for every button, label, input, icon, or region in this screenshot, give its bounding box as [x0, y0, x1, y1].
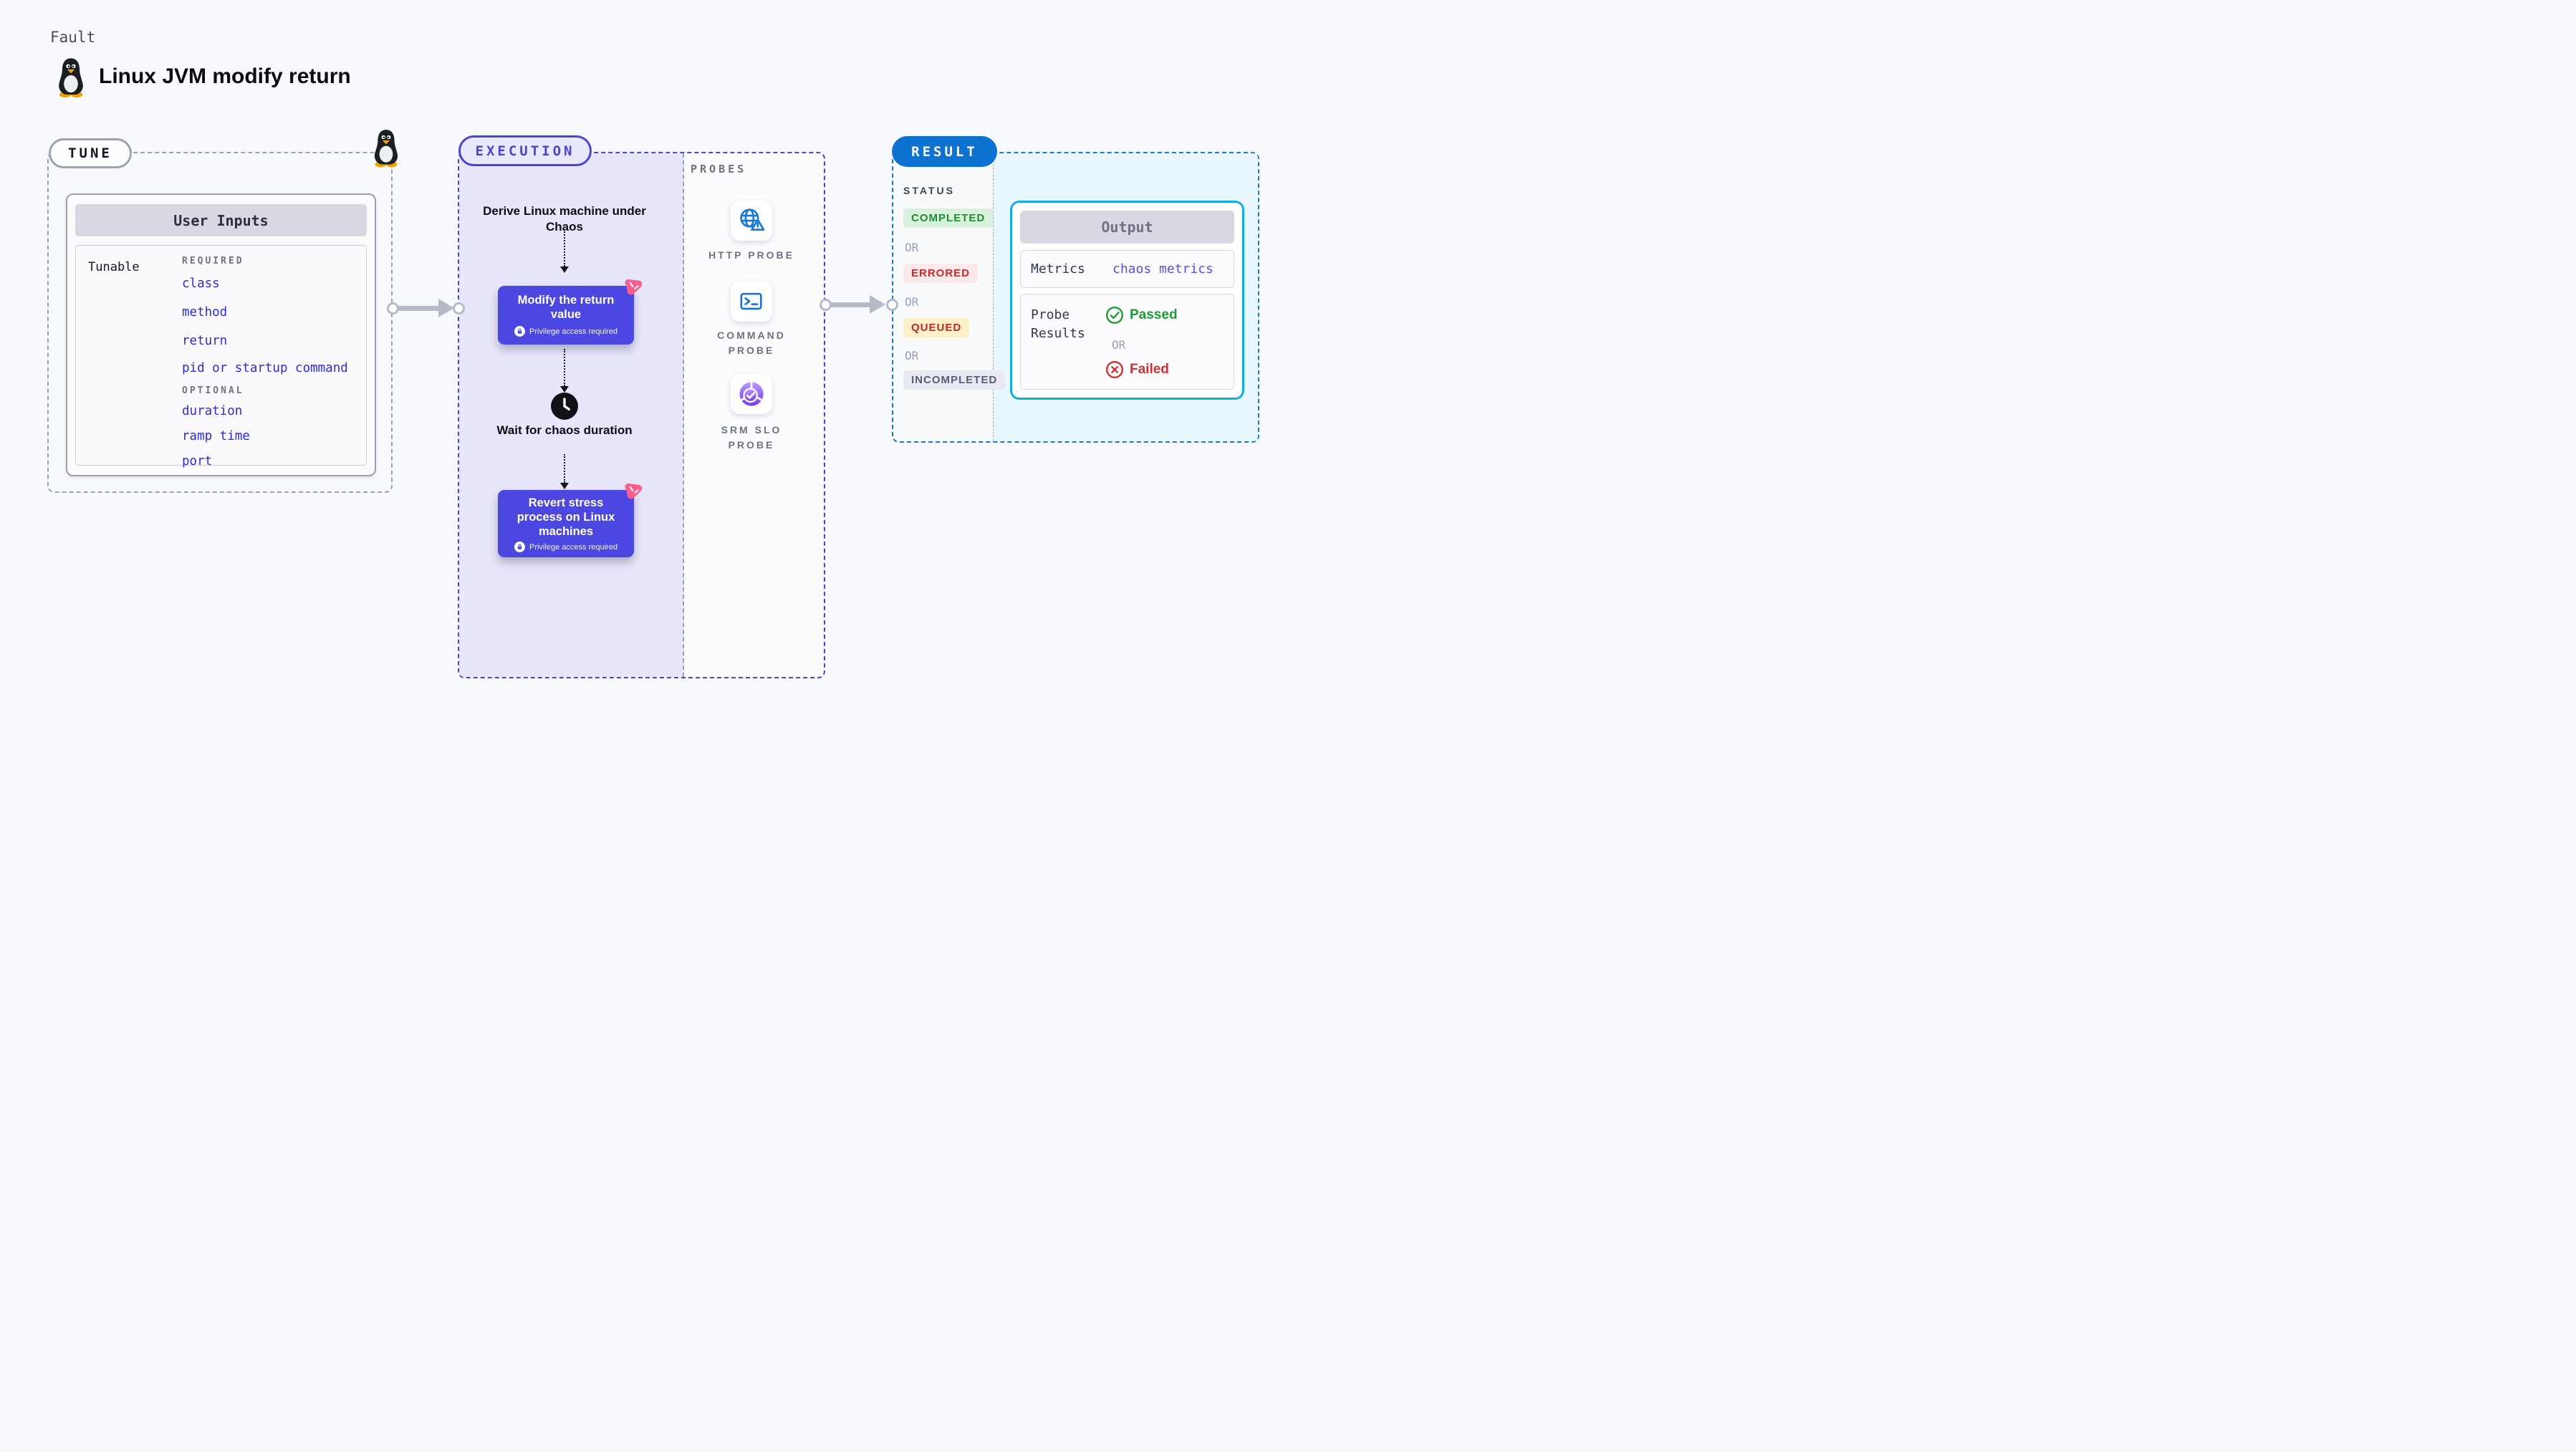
probe-results-row: Probe Results Passed OR Failed: [1020, 294, 1234, 390]
metrics-label: Metrics: [1031, 261, 1085, 277]
param-return: return: [182, 334, 228, 348]
tunable-row-label: Tunable: [88, 260, 140, 274]
param-method: method: [182, 305, 228, 319]
user-inputs-title: User Inputs: [75, 204, 367, 236]
probes-label: PROBES: [691, 163, 747, 176]
failed-label: Failed: [1130, 362, 1169, 377]
param-duration: duration: [182, 404, 243, 418]
param-pid-or-startup-command: pid or startup command: [182, 361, 348, 375]
or-label: OR: [1112, 338, 1126, 352]
http-probe-label: HTTP PROBE: [708, 249, 794, 261]
status-label: STATUS: [903, 185, 955, 196]
param-ramp-time: ramp time: [182, 429, 250, 443]
x-circle-icon: [1105, 360, 1124, 379]
slo-gauge-check-icon: [739, 381, 764, 406]
tunable-params: REQUIRED class method return pid or star…: [182, 256, 348, 468]
output-card: Output Metrics chaos metrics Probe Resul…: [1010, 201, 1244, 400]
status-badge-completed: COMPLETED: [903, 208, 994, 228]
chaos-logo-icon: [625, 279, 643, 295]
or-label: OR: [905, 349, 919, 362]
param-port: port: [182, 454, 213, 468]
page-title: Linux JVM modify return: [99, 64, 351, 88]
metrics-row: Metrics chaos metrics: [1020, 250, 1234, 288]
check-circle-icon: [1105, 306, 1124, 324]
modify-return-step-label: Modify the return value: [517, 294, 615, 322]
probe-results-label: Probe Results: [1031, 307, 1085, 342]
status-badge-incompleted: INCOMPLETED: [903, 370, 1006, 390]
revert-stress-step-label: Revert stress process on Linux machines: [516, 496, 615, 539]
dotted-arrow-icon: [560, 454, 569, 489]
optional-group-label: OPTIONAL: [182, 385, 244, 396]
required-group-label: REQUIRED: [182, 256, 244, 266]
status-badge-errored: ERRORED: [903, 264, 979, 283]
terminal-icon: [740, 292, 762, 310]
status-badge-queued: QUEUED: [903, 318, 970, 337]
tune-badge: TUNE: [49, 138, 132, 168]
privilege-note: Privilege access required: [529, 542, 617, 552]
clock-icon: [551, 393, 578, 420]
http-probe-card: [731, 201, 772, 241]
privilege-note: Privilege access required: [529, 327, 617, 336]
user-inputs-card: User Inputs Tunable REQUIRED class metho…: [66, 193, 376, 476]
passed-label: Passed: [1130, 307, 1178, 322]
dotted-arrow-icon: [560, 349, 569, 393]
derive-step-label: Derive Linux machine under Chaos: [483, 204, 646, 234]
result-badge: RESULT: [892, 136, 997, 167]
wait-step-label: Wait for chaos duration: [496, 423, 633, 437]
modify-return-step: Modify the return value Privilege access…: [498, 279, 643, 345]
or-label: OR: [905, 295, 919, 309]
tune-section: [47, 152, 393, 493]
param-class: class: [182, 277, 220, 291]
tux-penguin-icon: [374, 130, 398, 168]
output-title: Output: [1020, 211, 1234, 244]
srm-slo-probe-label: SRM SLO PROBE: [721, 424, 782, 451]
command-probe-card: [731, 282, 772, 322]
dotted-arrow-icon: [560, 229, 569, 273]
lock-icon: [514, 542, 526, 553]
lock-icon: [514, 326, 526, 337]
globe-alert-icon: [740, 208, 765, 231]
chaos-logo-icon: [625, 484, 643, 499]
command-probe-label: COMMAND PROBE: [717, 330, 786, 356]
metrics-value: chaos metrics: [1112, 261, 1213, 277]
tux-penguin-icon: [59, 58, 83, 98]
srm-slo-probe-card: [731, 374, 772, 414]
execution-badge: EXECUTION: [458, 135, 592, 166]
revert-stress-step: Revert stress process on Linux machines …: [498, 484, 643, 557]
fault-diagram: Fault Linux JVM modify return TUNE User …: [0, 0, 1288, 726]
or-label: OR: [905, 241, 919, 254]
fault-eyebrow-label: Fault: [50, 29, 96, 46]
user-inputs-table: Tunable REQUIRED class method return pid…: [75, 245, 367, 468]
